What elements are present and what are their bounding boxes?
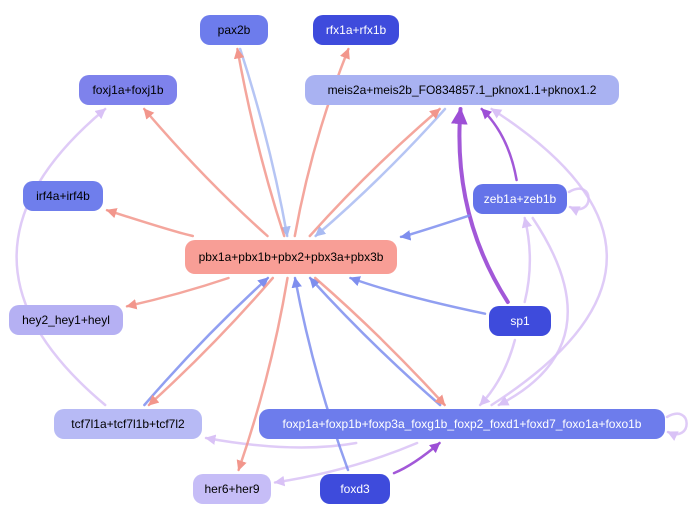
edge-foxp-to-tcf7 [204, 434, 358, 449]
edge-pbx-to-tcf7 [147, 276, 275, 407]
node-rfx1a-rfx1b[interactable]: rfx1a+rfx1b [313, 15, 399, 45]
node-foxd3[interactable]: foxd3 [320, 474, 390, 504]
edge-sp1-to-pbx [349, 276, 487, 315]
edge-pbx-to-her6 [236, 276, 289, 472]
edge-foxd3-to-pbx [291, 276, 350, 472]
node-sp1[interactable]: sp1 [489, 306, 551, 336]
edge-tcf7-to-foxj1 [15, 107, 107, 407]
node-pax2b[interactable]: pax2b [200, 15, 268, 45]
edge-zeb1-to-zeb1 [567, 187, 590, 216]
edge-foxp-to-her6 [273, 441, 419, 487]
edge-zeb1-to-pbx [399, 214, 471, 241]
node-zeb1a-zeb1b[interactable]: zeb1a+zeb1b [473, 184, 567, 214]
edge-foxp-to-meis [490, 107, 609, 407]
edge-zeb1-to-meis [480, 107, 518, 182]
edge-foxp-to-pbx [308, 276, 442, 407]
node-her6-her9[interactable]: her6+her9 [193, 474, 271, 504]
edge-pbx-to-meis [308, 107, 441, 238]
node-irf4a-irf4b[interactable]: irf4a+irf4b [23, 181, 103, 211]
edge-sp1-to-meis [450, 107, 510, 304]
edge-meis-to-pbx [314, 107, 447, 238]
edge-pbx-to-foxj1 [142, 107, 269, 238]
edge-pbx-to-irf4 [105, 208, 195, 238]
edge-zeb1-to-foxp [497, 216, 569, 407]
edge-sp1-to-zeb1 [521, 216, 533, 304]
node-meis2a-pknox[interactable]: meis2a+meis2b_FO834857.1_pknox1.1+pknox1… [305, 75, 619, 105]
node-hey2-hey1-heyl[interactable]: hey2_hey1+heyl [9, 305, 123, 335]
edge-pbx-to-pax2b [233, 47, 286, 238]
edge-pbx-to-hey [125, 276, 230, 310]
edge-sp1-to-foxp [478, 338, 517, 407]
node-tcf7l1a-tcf7l1b-tcf7l2[interactable]: tcf7l1a+tcf7l1b+tcf7l2 [54, 409, 202, 439]
node-pbx-family[interactable]: pbx1a+pbx1b+pbx2+pbx3a+pbx3b [185, 240, 397, 274]
edge-foxp-to-foxp [665, 412, 688, 441]
node-foxj1a-foxj1b[interactable]: foxj1a+foxj1b [79, 75, 177, 105]
edge-pbx-to-rfx1 [293, 47, 350, 238]
node-foxp-family[interactable]: foxp1a+foxp1b+foxp3a_foxg1b_foxp2_foxd1+… [259, 409, 665, 439]
edge-pbx-to-foxp [313, 276, 446, 407]
edge-tcf7-to-pbx [143, 276, 270, 407]
edge-foxd3-to-foxp [392, 441, 441, 475]
edge-pax2b-to-pbx [238, 47, 291, 238]
